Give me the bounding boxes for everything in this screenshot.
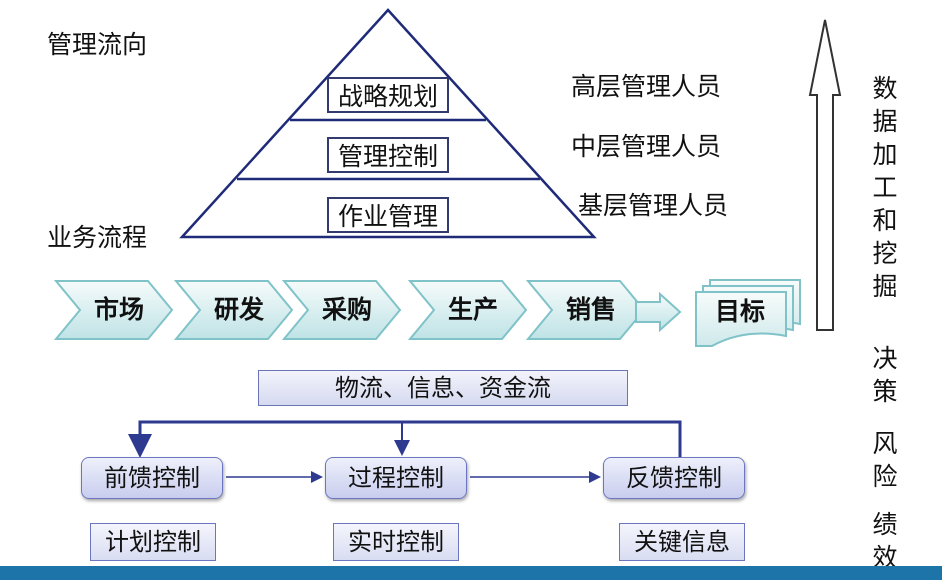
role-front-line-managers: 基层管理人员 — [578, 191, 729, 220]
flows-bar: 物流、信息、资金流 — [258, 370, 628, 406]
decision-vertical-text: 决 策 — [872, 344, 898, 406]
chevron-shape-sales — [525, 280, 646, 340]
data-processing-vertical-text: 数 据 加 工 和 挖 掘 — [872, 74, 898, 301]
realtime-control-label: 实时控制 — [333, 523, 459, 561]
plan-control-label: 计划控制 — [90, 523, 216, 561]
risk-vertical-text: 风 险 — [872, 429, 898, 491]
feedforward-control-box: 前馈控制 — [81, 457, 223, 499]
pyramid-level-strategy: 战略规划 — [327, 77, 449, 113]
chevron-shape-rnd — [173, 280, 294, 340]
role-senior-managers: 高层管理人员 — [571, 72, 722, 101]
bottom-band — [0, 566, 942, 580]
role-middle-managers: 中层管理人员 — [571, 132, 722, 161]
block-arrow — [635, 291, 682, 333]
management-direction-label: 管理流向 — [47, 30, 148, 59]
chevron-shape-market — [53, 280, 174, 340]
process-step-market: 市场 — [93, 295, 144, 324]
process-step-production: 生产 — [447, 295, 498, 324]
key-info-label: 关键信息 — [619, 523, 745, 561]
process-step-sales: 销售 — [565, 295, 616, 324]
chevron-shape-purchase — [281, 280, 402, 340]
pyramid-level-operation: 作业管理 — [327, 197, 449, 233]
process-step-rnd: 研发 — [213, 295, 264, 324]
business-process-label: 业务流程 — [47, 223, 148, 252]
up-arrow — [808, 19, 842, 331]
chevron-shape-production — [407, 280, 528, 340]
connector-left — [128, 420, 682, 458]
performance-vertical-text: 绩 效 — [872, 510, 898, 572]
process-step-purchase: 采购 — [321, 295, 372, 324]
process-control-box: 过程控制 — [325, 457, 467, 499]
feedback-control-box: 反馈控制 — [603, 457, 745, 499]
pyramid-level-control: 管理控制 — [327, 137, 449, 173]
target-doc-front — [695, 291, 787, 347]
process-target: 目标 — [714, 297, 765, 326]
